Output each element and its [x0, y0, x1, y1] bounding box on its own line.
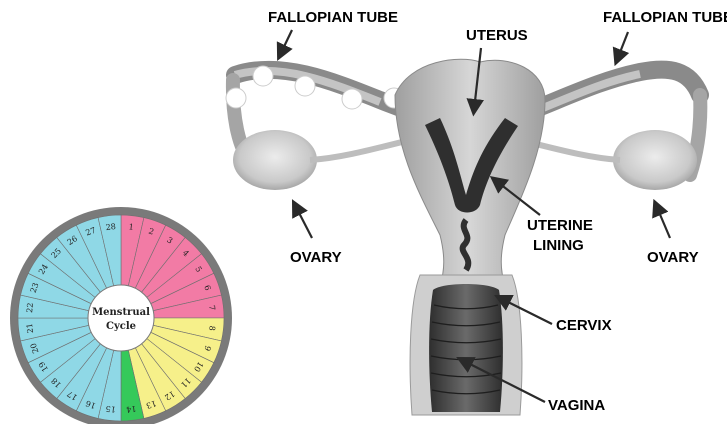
label-uterus: UTERUS	[466, 27, 528, 44]
uterus-body	[395, 59, 545, 285]
wheel-center-subtitle: Cycle	[106, 321, 136, 332]
wheel-hub	[88, 285, 154, 351]
label-ovary-left: OVARY	[290, 249, 342, 266]
cycle-day-number: 8	[207, 325, 217, 331]
label-uterine-lining-line1: UTERINE	[527, 217, 593, 234]
wheel-center-title: Menstrual	[92, 307, 150, 318]
label-cervix: CERVIX	[556, 317, 612, 334]
vagina-canal	[429, 284, 503, 412]
ovary-right	[613, 130, 697, 190]
cycle-day-number: 15	[105, 404, 116, 414]
label-uterine-lining-line2: LINING	[533, 237, 584, 254]
cycle-day-number: 28	[105, 222, 116, 232]
cycle-day-number: 22	[25, 302, 35, 313]
label-vagina: VAGINA	[548, 397, 605, 414]
cycle-day-number: 14	[126, 404, 137, 414]
ovarian-ligament-left	[310, 140, 410, 160]
label-fallopian-tube-left: FALLOPIAN TUBE	[268, 9, 398, 26]
label-ovary-right: OVARY	[647, 249, 699, 266]
cycle-day-number: 21	[25, 323, 35, 334]
cycle-day-number: 1	[128, 222, 134, 232]
label-fallopian-tube-right: FALLOPIAN TUBE	[603, 9, 727, 26]
cycle-day-number: 7	[207, 305, 217, 311]
ovary-left	[233, 130, 317, 190]
